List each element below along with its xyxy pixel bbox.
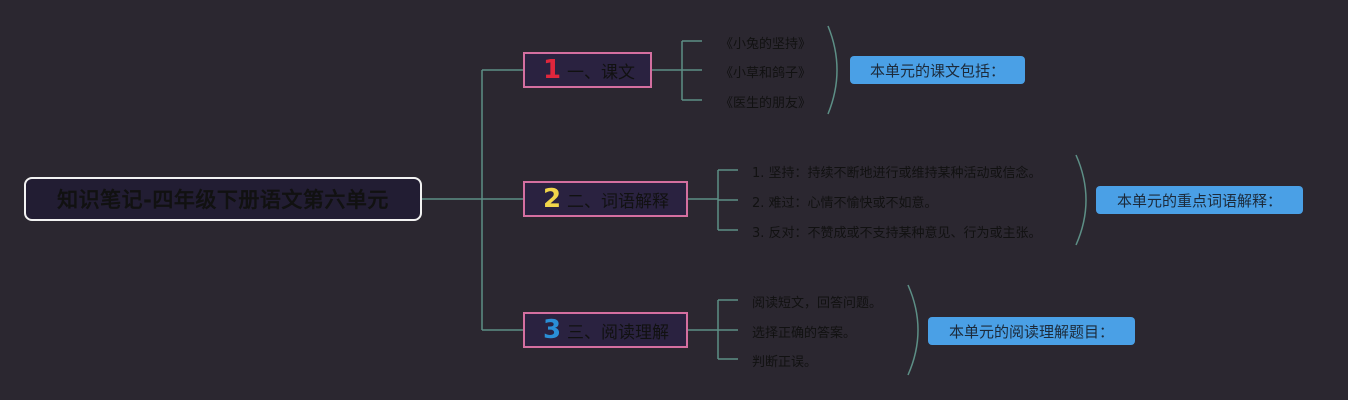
branch-label: 三、阅读理解 bbox=[567, 322, 669, 343]
branch-1-connector bbox=[652, 40, 702, 101]
root-topic[interactable]: 知识笔记-四年级下册语文第六单元 bbox=[24, 177, 422, 221]
branch-label: 二、词语解释 bbox=[567, 191, 669, 212]
list-item[interactable]: 3. 反对：不赞成或不支持某种意见、行为或主张。 bbox=[752, 226, 1042, 241]
brace-1 bbox=[827, 25, 838, 115]
branch-reading[interactable]: 3 三、阅读理解 bbox=[523, 312, 688, 348]
brace-3 bbox=[907, 284, 919, 376]
list-item[interactable]: 2. 难过：心情不愉快或不如意。 bbox=[752, 196, 938, 211]
branch-3-connector bbox=[688, 299, 738, 360]
number-2-badge: 2 bbox=[543, 184, 562, 214]
summary-callout[interactable]: 本单元的阅读理解题目： bbox=[928, 317, 1135, 345]
branch-vocabulary[interactable]: 2 二、词语解释 bbox=[523, 181, 688, 217]
branch-2-connector bbox=[688, 169, 738, 231]
branch-label: 一、课文 bbox=[567, 62, 635, 83]
branch-texts[interactable]: 1 一、课文 bbox=[523, 52, 652, 88]
summary-callout[interactable]: 本单元的重点词语解释： bbox=[1096, 186, 1303, 214]
list-item[interactable]: 《小兔的坚持》 bbox=[720, 37, 812, 52]
list-item[interactable]: 《医生的朋友》 bbox=[720, 96, 812, 111]
root-title: 知识笔记-四年级下册语文第六单元 bbox=[57, 188, 389, 212]
list-item[interactable]: 1. 坚持：持续不断地进行或维持某种活动或信念。 bbox=[752, 166, 1042, 181]
list-item[interactable]: 判断正误。 bbox=[752, 355, 818, 370]
summary-callout[interactable]: 本单元的课文包括： bbox=[850, 56, 1025, 84]
number-3-badge: 3 bbox=[543, 315, 562, 345]
number-1-badge: 1 bbox=[543, 55, 562, 85]
brace-2 bbox=[1075, 154, 1087, 246]
list-item[interactable]: 阅读短文，回答问题。 bbox=[752, 296, 883, 311]
list-item[interactable]: 《小草和鸽子》 bbox=[720, 66, 812, 81]
root-connector bbox=[422, 69, 523, 331]
list-item[interactable]: 选择正确的答案。 bbox=[752, 326, 857, 341]
